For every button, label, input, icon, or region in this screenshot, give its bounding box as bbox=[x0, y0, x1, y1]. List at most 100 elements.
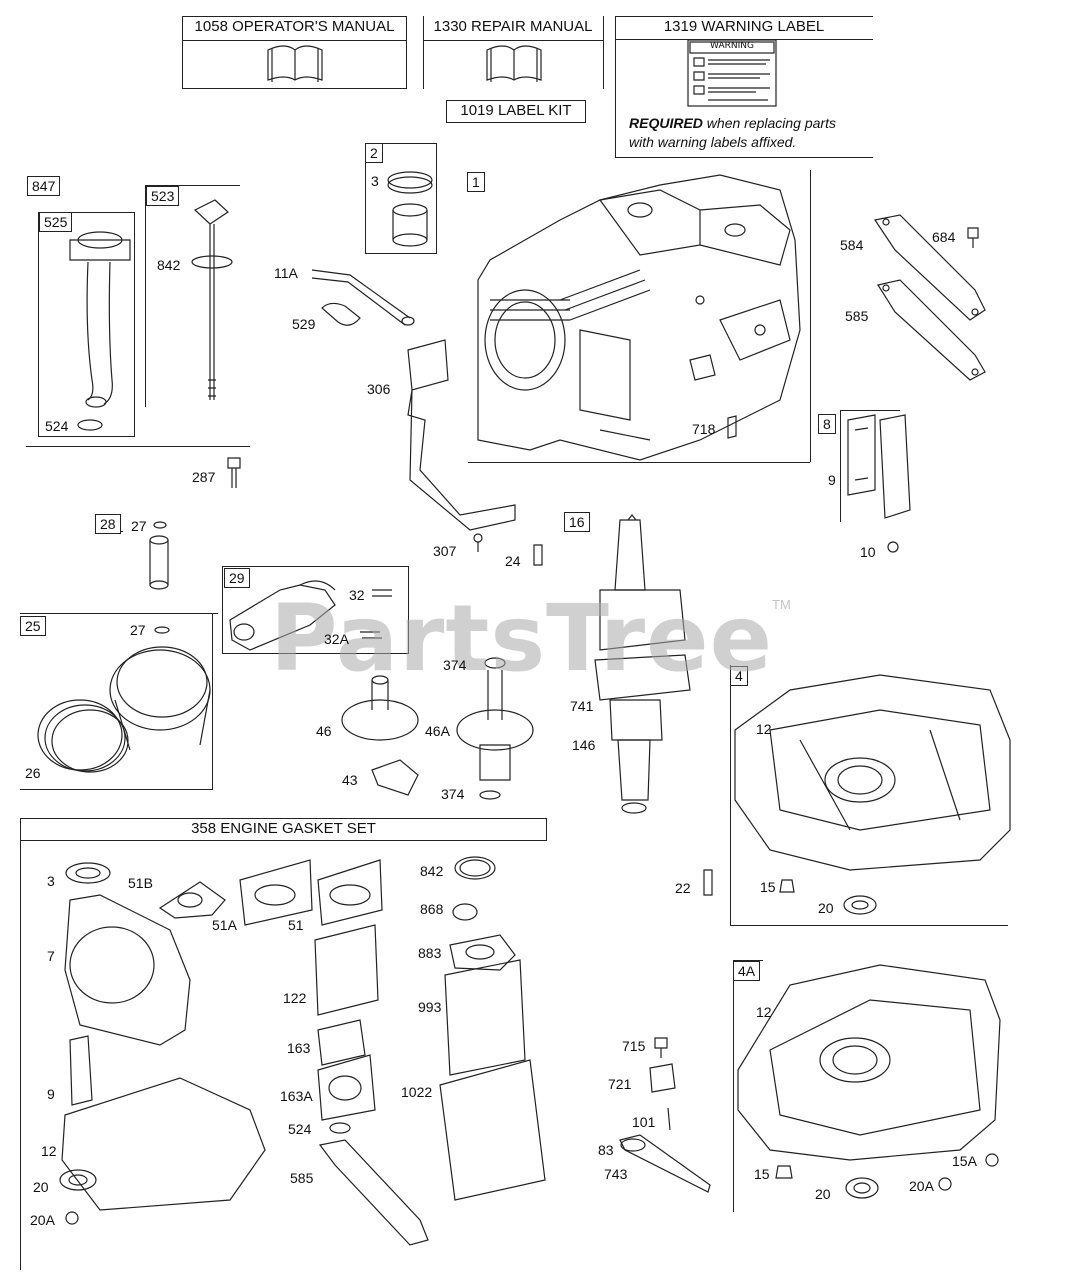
part-label-842-gasket[interactable]: 842 bbox=[420, 863, 444, 879]
part-label-12-b[interactable]: 12 bbox=[756, 1004, 772, 1020]
callout-847[interactable]: 847 bbox=[27, 176, 61, 196]
part-label-15-a[interactable]: 15 bbox=[760, 879, 776, 895]
repair-manual-left-edge bbox=[423, 16, 424, 89]
sump-cover-drawing bbox=[703, 674, 1011, 915]
group-25-top bbox=[20, 613, 218, 614]
part-label-524-top[interactable]: 524 bbox=[45, 418, 69, 434]
callout-525[interactable]: 525 bbox=[39, 212, 73, 232]
part-label-743[interactable]: 743 bbox=[604, 1166, 628, 1182]
part-label-32[interactable]: 32 bbox=[349, 587, 365, 603]
part-label-27-a[interactable]: 27 bbox=[131, 518, 147, 534]
part-label-83[interactable]: 83 bbox=[598, 1142, 614, 1158]
part-label-51a[interactable]: 51A bbox=[212, 917, 237, 933]
part-label-584[interactable]: 584 bbox=[840, 237, 864, 253]
dipstick-drawing bbox=[191, 199, 233, 400]
group-25-bottom bbox=[20, 789, 212, 790]
group-8-top bbox=[840, 410, 900, 411]
gasket-set-title[interactable]: 358 ENGINE GASKET SET bbox=[191, 820, 376, 837]
part-label-24[interactable]: 24 bbox=[505, 553, 521, 569]
warning-label-box bbox=[615, 16, 873, 157]
part-label-306[interactable]: 306 bbox=[367, 381, 391, 397]
part-label-718[interactable]: 718 bbox=[692, 421, 716, 437]
part-label-12-gasket[interactable]: 12 bbox=[41, 1143, 57, 1159]
part-label-993[interactable]: 993 bbox=[418, 999, 442, 1015]
part-label-15-b[interactable]: 15 bbox=[754, 1166, 770, 1182]
label-kit-title: 1019 LABEL KIT bbox=[460, 102, 572, 119]
label-kit-box[interactable] bbox=[446, 100, 586, 123]
part-label-32a[interactable]: 32A bbox=[324, 631, 349, 647]
part-label-9-right[interactable]: 9 bbox=[828, 472, 836, 488]
part-label-585-gasket[interactable]: 585 bbox=[290, 1170, 314, 1186]
repair-manual-title[interactable]: 1330 REPAIR MANUAL bbox=[433, 18, 593, 35]
piston-and-rings-drawing bbox=[37, 626, 211, 773]
required-rest: when replacing parts bbox=[702, 115, 836, 131]
part-label-43[interactable]: 43 bbox=[342, 772, 358, 788]
cam-gears-drawing bbox=[341, 657, 534, 800]
callout-4[interactable]: 4 bbox=[730, 666, 748, 686]
part-label-842-top[interactable]: 842 bbox=[157, 257, 181, 273]
part-label-374-b[interactable]: 374 bbox=[441, 786, 465, 802]
warning-badge-text: WARNING bbox=[710, 41, 754, 51]
group-25-right bbox=[212, 613, 213, 790]
part-label-101[interactable]: 101 bbox=[632, 1114, 656, 1130]
warning-label-title[interactable]: 1319 WARNING LABEL bbox=[663, 18, 825, 35]
part-label-307[interactable]: 307 bbox=[433, 543, 457, 559]
part-label-163[interactable]: 163 bbox=[287, 1040, 311, 1056]
part-label-163a[interactable]: 163A bbox=[280, 1088, 313, 1104]
part-label-529[interactable]: 529 bbox=[292, 316, 316, 332]
part-label-122[interactable]: 122 bbox=[283, 990, 307, 1006]
required-bold: REQUIRED bbox=[629, 115, 703, 131]
part-label-684[interactable]: 684 bbox=[932, 229, 956, 245]
warning-required-line2: with warning labels affixed. bbox=[629, 134, 797, 150]
group-4-left bbox=[730, 665, 731, 925]
part-label-11a[interactable]: 11A bbox=[274, 265, 298, 281]
part-label-20-a[interactable]: 20 bbox=[818, 900, 834, 916]
part-label-46a[interactable]: 46A bbox=[425, 723, 450, 739]
group-847-bottom bbox=[26, 446, 250, 447]
group-1-right bbox=[810, 170, 811, 462]
part-label-9-gasket[interactable]: 9 bbox=[47, 1086, 55, 1102]
callout-8[interactable]: 8 bbox=[818, 414, 836, 434]
callout-1[interactable]: 1 bbox=[467, 172, 485, 192]
part-label-3-gasket[interactable]: 3 bbox=[47, 873, 55, 889]
part-label-20-b[interactable]: 20 bbox=[815, 1186, 831, 1202]
callout-29[interactable]: 29 bbox=[224, 568, 250, 588]
air-guide-bracket-drawing bbox=[407, 339, 516, 552]
part-label-20-gasket[interactable]: 20 bbox=[33, 1179, 49, 1195]
part-label-883[interactable]: 883 bbox=[418, 945, 442, 961]
part-label-585-top[interactable]: 585 bbox=[845, 308, 869, 324]
part-label-27-b[interactable]: 27 bbox=[130, 622, 146, 638]
part-label-15a[interactable]: 15A bbox=[952, 1153, 977, 1169]
wrist-pin-drawing bbox=[149, 521, 169, 590]
group-29-frame bbox=[222, 566, 409, 654]
part-label-20a-gasket[interactable]: 20A bbox=[30, 1212, 55, 1228]
part-label-1022[interactable]: 1022 bbox=[401, 1084, 433, 1100]
part-label-868[interactable]: 868 bbox=[420, 901, 444, 917]
callout-28[interactable]: 28 bbox=[95, 514, 121, 534]
part-label-12-a[interactable]: 12 bbox=[756, 721, 772, 737]
part-label-22[interactable]: 22 bbox=[675, 880, 691, 896]
part-label-10[interactable]: 10 bbox=[860, 544, 876, 560]
callout-2[interactable]: 2 bbox=[365, 143, 383, 163]
part-label-51b[interactable]: 51B bbox=[128, 875, 153, 891]
part-label-287[interactable]: 287 bbox=[192, 469, 216, 485]
part-label-51[interactable]: 51 bbox=[288, 917, 304, 933]
part-label-741[interactable]: 741 bbox=[570, 698, 594, 714]
part-label-46[interactable]: 46 bbox=[316, 723, 332, 739]
warning-label-graphic bbox=[687, 39, 777, 107]
callout-523[interactable]: 523 bbox=[146, 186, 180, 206]
part-label-26[interactable]: 26 bbox=[25, 765, 41, 781]
callout-4a[interactable]: 4A bbox=[733, 961, 761, 981]
part-label-3-top[interactable]: 3 bbox=[371, 173, 379, 189]
callout-16[interactable]: 16 bbox=[564, 512, 590, 532]
part-label-146[interactable]: 146 bbox=[572, 737, 596, 753]
part-label-7[interactable]: 7 bbox=[47, 948, 55, 964]
part-label-20a-b[interactable]: 20A bbox=[909, 1178, 934, 1194]
callout-25[interactable]: 25 bbox=[20, 616, 46, 636]
part-label-721[interactable]: 721 bbox=[608, 1076, 632, 1092]
operators-manual-box[interactable] bbox=[182, 16, 407, 89]
part-label-374-a[interactable]: 374 bbox=[443, 657, 467, 673]
part-label-524-gasket[interactable]: 524 bbox=[288, 1121, 312, 1137]
operators-manual-book-icon bbox=[267, 45, 323, 82]
part-label-715[interactable]: 715 bbox=[622, 1038, 646, 1054]
